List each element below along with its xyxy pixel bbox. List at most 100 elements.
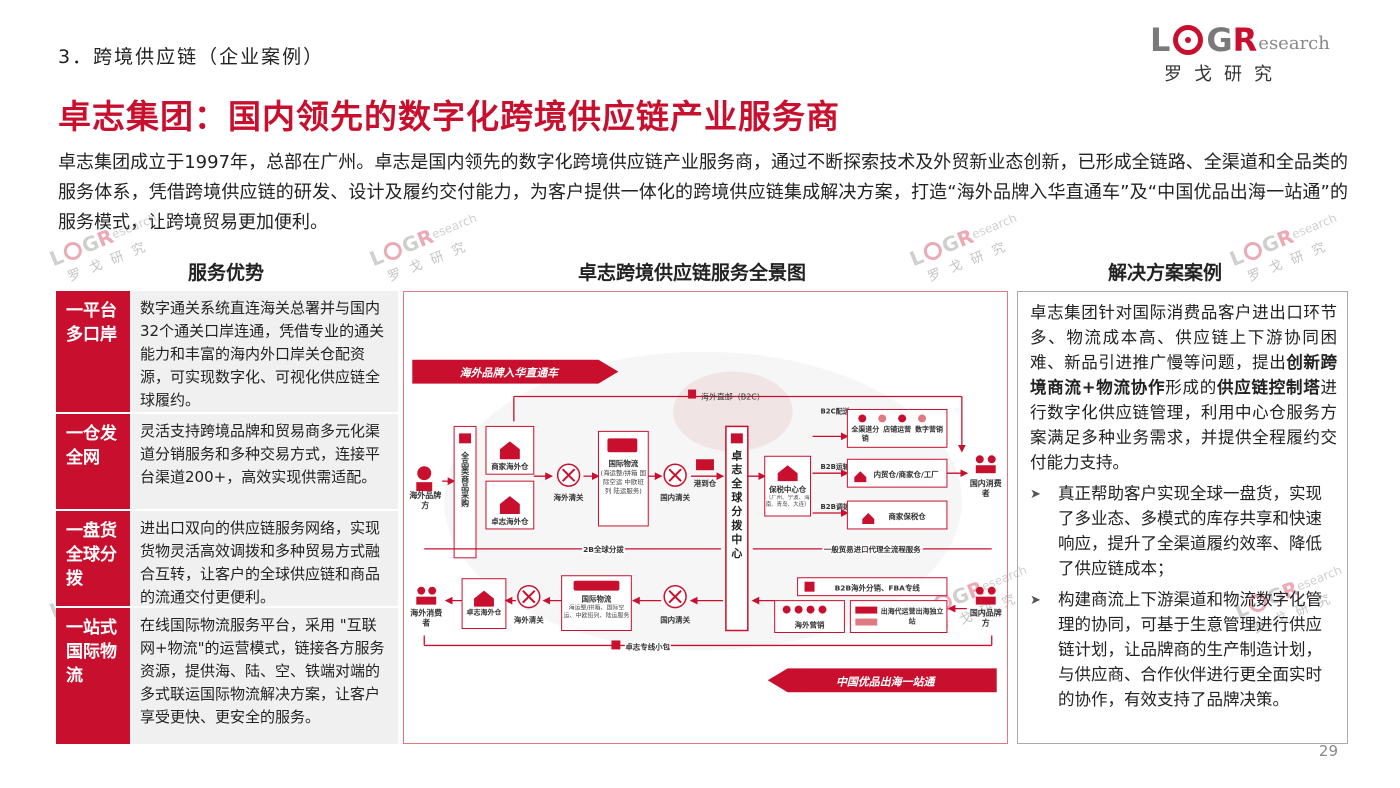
overseas-ops-label: 出海代运营出海独立站	[880, 607, 944, 626]
logo-letter-g: G	[1206, 21, 1233, 59]
cases-intro-c: 形成的	[1165, 378, 1218, 397]
box-icon	[688, 389, 697, 399]
case-bullet: ➤ 真正帮助客户实现全球一盘货，实现了多业态、多模式的库存共享和快速响应，提升了…	[1030, 481, 1337, 581]
domestic-brand-label: 国内品牌方	[969, 608, 1002, 628]
advantage-desc: 数字通关系统直连海关总署并与国内32个通关口岸连通，凭借专业的通关能力和丰富的海…	[130, 291, 398, 412]
advantage-key: 一站式国际物流	[56, 608, 130, 744]
shopify-icon	[855, 618, 878, 626]
banner-inbound-text: 海外品牌入华直通车	[460, 367, 560, 380]
merchant-bonded-label: 商家保税仓	[888, 511, 926, 521]
b2b-transport-label: B2B运输	[820, 462, 850, 471]
brand-icon	[987, 586, 996, 595]
port-wh-label: 港到仓	[694, 478, 717, 488]
goods-purchase-box	[453, 425, 477, 559]
cases-highlight-1: 创新跨境商流+物流协作	[1030, 353, 1338, 397]
logo: L G R esearch 罗戈研究	[1150, 22, 1340, 86]
overseas-brand-label: 海外品牌方	[409, 491, 442, 511]
cases-panel: 卓志集团针对国际消费品客户进出口环节多、物流成本高、供应链上下游协同困难、新品引…	[1017, 291, 1348, 744]
banner-outbound	[767, 668, 997, 693]
advantage-row: 一盘货全球分拨 进出口双向的供应链服务网络，实现货物灵活高效调拨和多种贸易方式融…	[56, 511, 398, 608]
merchant-overseas-wh-label: 商家海外仓	[491, 461, 529, 471]
b2c-dist-label: B2C配送	[820, 406, 849, 415]
overseas-ops-box	[849, 600, 948, 633]
advantage-row: 一站式国际物流 在线国际物流服务平台，采用 "互联网+物流"的运营模式，链接各方…	[56, 608, 398, 746]
logo-research: esearch	[1258, 33, 1330, 54]
plane-ship-icon	[573, 580, 620, 591]
consumer-icon	[987, 455, 996, 464]
advantage-desc: 在线国际物流服务平台，采用 "互联网+物流"的运营模式，链接各方服务资源，提供海…	[130, 608, 398, 744]
warehouse-icon	[499, 496, 520, 515]
digital-mkt-label: 数字营销	[915, 425, 943, 434]
zz-overseas-wh-label: 卓志海外仓	[491, 516, 529, 526]
zz-overseas-wh2-label: 卓志海外仓	[466, 608, 502, 617]
goods-purchase-label: 全品类商品采购	[460, 451, 470, 508]
page-title: 卓志集团：国内领先的数字化跨境供应链产业服务商	[58, 97, 840, 136]
advantage-row: 一仓发全网 灵活支持跨境品牌和贸易商多元化渠道分销服务和多种交易方式，连接平台渠…	[56, 414, 398, 511]
customs-icon-cross	[561, 468, 576, 482]
hub-icon	[730, 433, 743, 444]
warehouse-icon	[862, 513, 875, 524]
intl-logistics2-desc: 海运整/拼箱、国际空运、中欧班列、陆运服务	[563, 604, 630, 620]
supply-chain-diagram: 海外品牌入华直通车 海外直邮（B2C） 海外品牌方 全品类商品采购 商家海外仓 …	[403, 291, 1008, 744]
advantage-desc: 灵活支持跨境品牌和贸易商多元化渠道分销服务和多种交易方式，连接平台渠道200+，…	[130, 414, 398, 509]
bonded-center-label: 保税中心仓	[768, 484, 807, 494]
chevron-right-icon: ➤	[1030, 487, 1041, 502]
advantage-desc: 进出口双向的供应链服务网络，实现货物灵活高效调拨和多种贸易方式融合互转，让客户的…	[130, 511, 398, 606]
diagram-title: 卓志跨境供应链服务全景图	[578, 262, 807, 284]
logo-letter-r: R	[1232, 21, 1258, 59]
b2c-direct-label: 海外直邮（B2C）	[701, 392, 765, 402]
advantages-title: 服务优势	[188, 262, 265, 284]
consumer-icon-body	[416, 596, 437, 605]
intl-logistics-label: 国际物流	[608, 458, 638, 468]
zz-express-label: 卓志专线小包	[625, 641, 670, 651]
chevron-right-icon: ➤	[1030, 593, 1041, 608]
banner-inbound	[412, 359, 619, 384]
omni-sales-label: 全渠道分销	[851, 425, 880, 443]
social-icon	[782, 605, 791, 614]
box-icon	[611, 640, 621, 650]
section-label: 3．跨境供应链（企业案例）	[58, 46, 325, 68]
logo-chinese: 罗戈研究	[1164, 64, 1284, 85]
overseas-clear-label: 海外清关	[554, 492, 584, 502]
plane-ship-icon	[607, 438, 638, 453]
advantage-key: 一仓发全网	[56, 414, 130, 509]
advantage-key: 一盘货全球分拨	[56, 511, 130, 606]
page-number: 29	[1318, 742, 1338, 760]
overseas-consumer-label: 海外消费者	[410, 608, 443, 628]
case-bullet-text: 构建商流上下游渠道和物流数字化管理的协同，可基于生意管理进行供应链计划，让品牌商…	[1058, 590, 1322, 709]
domestic-clear2-label: 国内清关	[660, 615, 690, 625]
domestic-wh-box	[846, 458, 948, 488]
warehouse-icon	[499, 441, 520, 460]
cases-highlight-2: 供应链控制塔	[1217, 378, 1321, 397]
cases-intro: 卓志集团针对国际消费品客户进出口环节多、物流成本高、供应链上下游协同困难、新品引…	[1030, 300, 1337, 475]
domestic-clear-label: 国内清关	[660, 492, 690, 502]
fba-icon	[804, 581, 815, 592]
lazada-icon	[855, 606, 878, 614]
social-icon	[806, 605, 815, 614]
goods-icon	[459, 433, 472, 444]
case-bullet-text: 真正帮助客户实现全球一盘货，实现了多业态、多模式的库存共享和快速响应，提升了全渠…	[1058, 484, 1322, 578]
consumer-icon-body	[975, 465, 996, 474]
b2b-transfer-label: B2B调拨	[820, 502, 850, 511]
customs-icon-cross	[668, 589, 682, 604]
consumer-icon	[417, 586, 426, 595]
case-bullet: ➤ 构建商流上下游渠道和物流数字化管理的协同，可基于生意管理进行供应链计划，让品…	[1030, 587, 1337, 712]
general-trade-label: 一般贸易进口代理全流程服务	[824, 544, 921, 554]
consumer-icon	[975, 455, 984, 464]
banner-outbound-text: 中国优品出海一站通	[836, 675, 936, 688]
b2b-fba-label: B2B海外分销、FBA专线	[835, 583, 921, 593]
intro-paragraph: 卓志集团成立于1997年，总部在广州。卓志是国内领先的数字化跨境供应链产业服务商…	[58, 152, 1348, 233]
runner-shape	[673, 371, 793, 452]
cases-intro-a: 卓志集团针对国际消费品客户进出口环节多、物流成本高、供应链上下游协同困难、新品引…	[1030, 303, 1337, 372]
logo-ring-icon	[1173, 25, 1204, 55]
store-ops-label: 店铺运营	[883, 425, 912, 434]
cases-title: 解决方案案例	[1108, 262, 1223, 284]
social-icon	[818, 605, 827, 614]
logo-letter-l: L	[1150, 21, 1171, 59]
advantage-row: 一平台多口岸 数字通关系统直连海关总署并与国内32个通关口岸连通，凭借专业的通关…	[56, 291, 398, 414]
merchant-bonded-box	[846, 500, 948, 530]
intl-logistics-desc: (海运整/拼箱 国际空运 中欧班列 陆运服务)	[600, 469, 647, 496]
advantages-table: 一平台多口岸 数字通关系统直连海关总署并与国内32个通关口岸连通，凭借专业的通关…	[56, 291, 398, 746]
b2b-allot-label: 2B全球分拨	[583, 544, 624, 554]
advantage-key: 一平台多口岸	[56, 291, 130, 412]
